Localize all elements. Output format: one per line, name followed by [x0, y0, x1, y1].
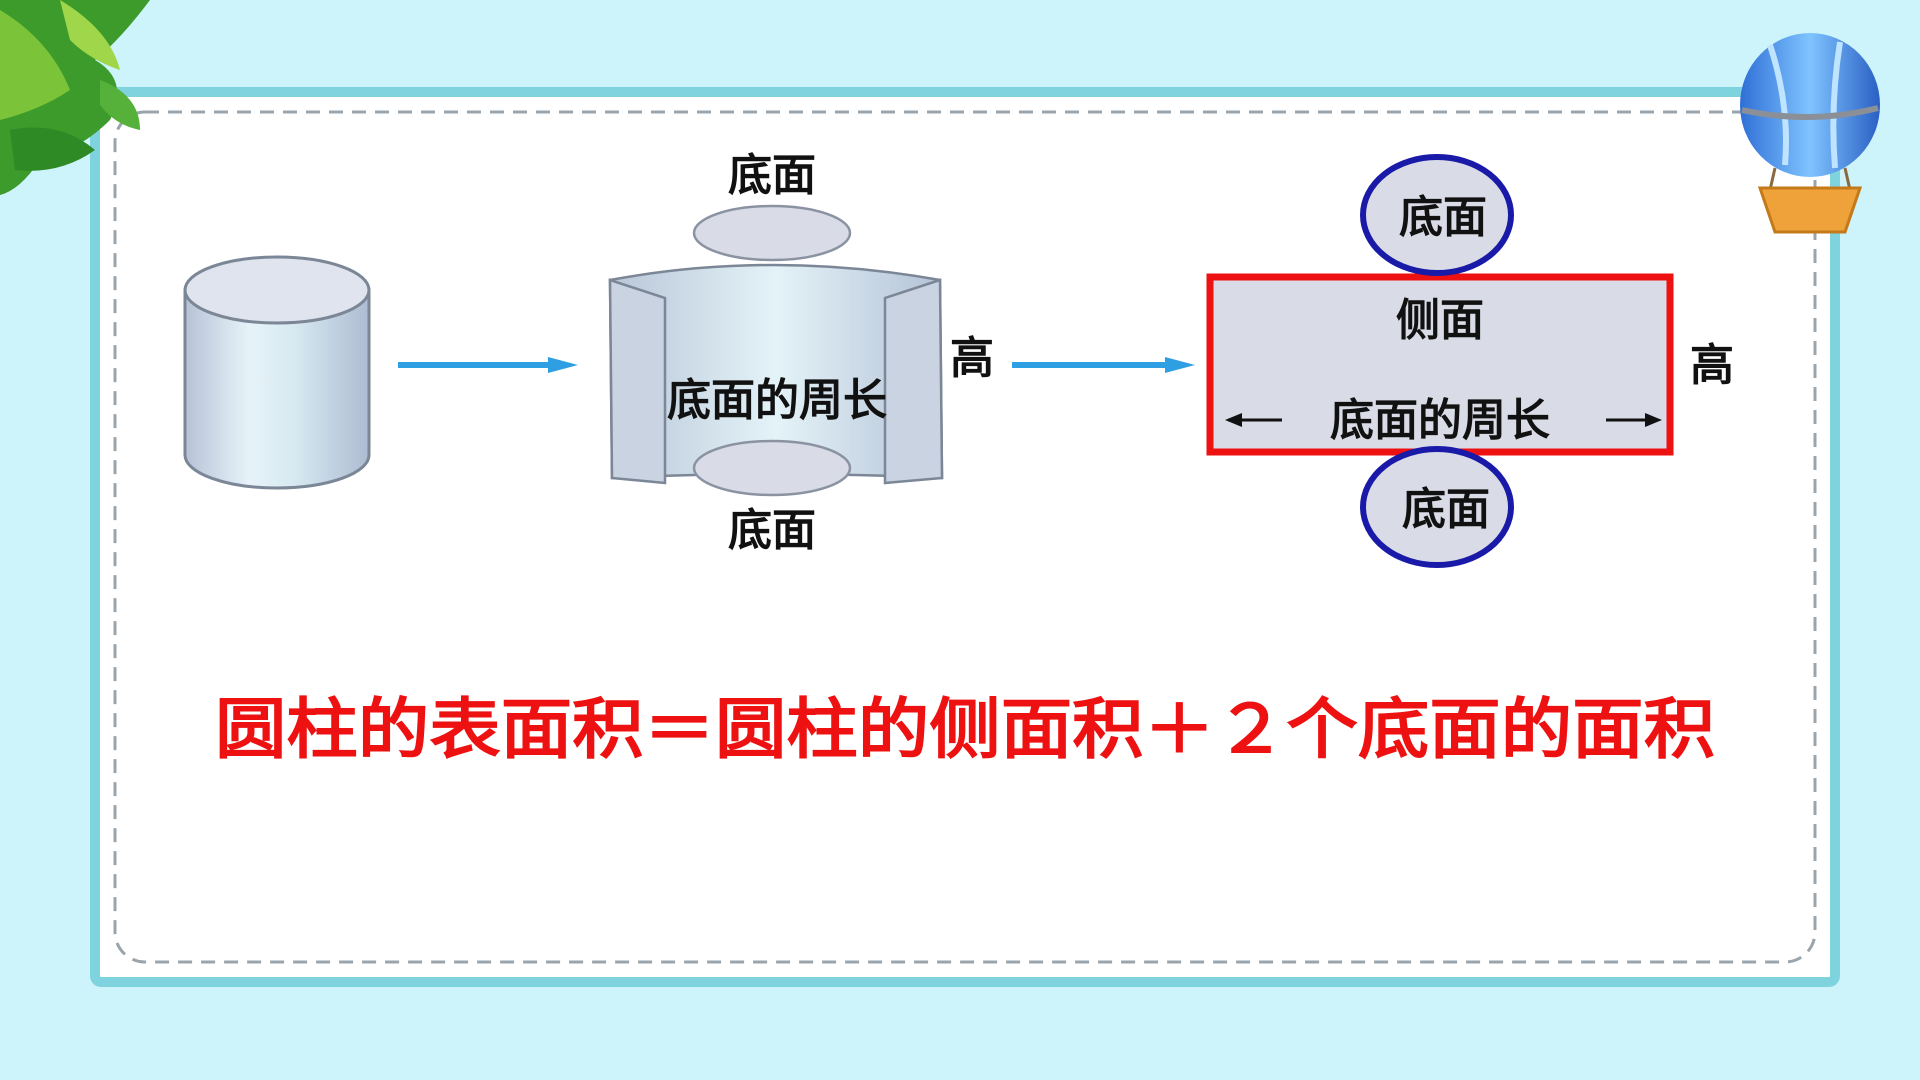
- stage2-circumference-label: 底面的周长: [1330, 395, 1550, 446]
- stage2-bottom-circle-label: 底面: [1402, 484, 1490, 535]
- frame-border: [90, 87, 1840, 987]
- stage2-height-label: 高: [1690, 340, 1734, 391]
- cylinder-shape: [183, 255, 371, 490]
- stage1-top-base-label: 底面: [728, 150, 816, 201]
- hot-air-balloon-icon: [1740, 33, 1880, 234]
- stage1-height-label: 高: [950, 333, 994, 384]
- stage2-top-circle-label: 底面: [1399, 192, 1487, 243]
- arrow-right-1: [398, 357, 578, 373]
- stage1-circumference-label: 底面的周长: [667, 375, 887, 426]
- surface-area-formula: 圆柱的表面积＝圆柱的侧面积＋２个底面的面积: [215, 690, 1715, 768]
- leaf-cluster-icon: [0, 0, 150, 195]
- top-base-circle: [1360, 154, 1514, 276]
- bottom-base-circle: [1360, 446, 1514, 568]
- circumference-arrow: [1225, 413, 1662, 427]
- unrolled-cylinder-shape: [608, 204, 944, 497]
- stage2-side-label: 侧面: [1396, 295, 1484, 346]
- card-dashed-border: [113, 110, 1817, 964]
- bottom-base-ellipse: [692, 439, 852, 497]
- lateral-face-rect: [1206, 273, 1674, 456]
- arrow-right-2: [1012, 357, 1195, 373]
- top-base-ellipse: [692, 204, 852, 262]
- stage1-bottom-base-label: 底面: [728, 505, 816, 556]
